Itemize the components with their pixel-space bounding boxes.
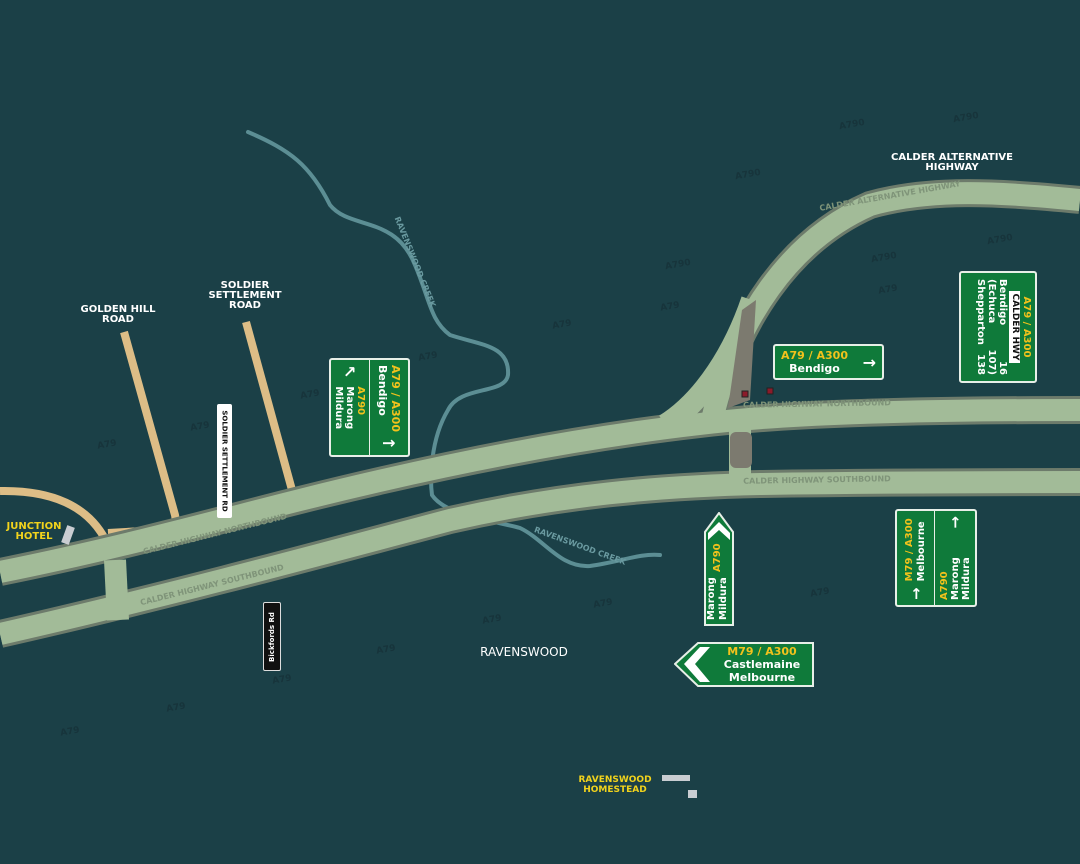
chevron-icon — [708, 522, 730, 540]
place-label-ravenswood: RAVENSWOOD — [480, 645, 568, 659]
traffic-marker — [766, 387, 774, 395]
arrow-icon: → — [946, 516, 964, 529]
traffic-marker — [741, 390, 749, 398]
route-badge: CALDER HWY — [1009, 290, 1020, 364]
street-sign-soldier-settlement-rd: SOLDIER SETTLEMENT RD — [217, 404, 232, 518]
arrow-right-icon: → — [862, 352, 876, 372]
homestead-building — [688, 790, 697, 798]
arrow-icon: → — [906, 587, 925, 600]
highways — [0, 179, 1080, 648]
arrow-icon: ↑ — [379, 436, 399, 450]
junction-hotel-building — [61, 525, 75, 545]
homestead-building — [662, 775, 690, 781]
ravenswood-creek — [246, 130, 662, 569]
arrow-icon: ↖ — [340, 365, 360, 379]
street-sign-bickfords-rd: Bickfords Rd — [263, 602, 281, 671]
chevron-left-icon — [684, 647, 710, 682]
